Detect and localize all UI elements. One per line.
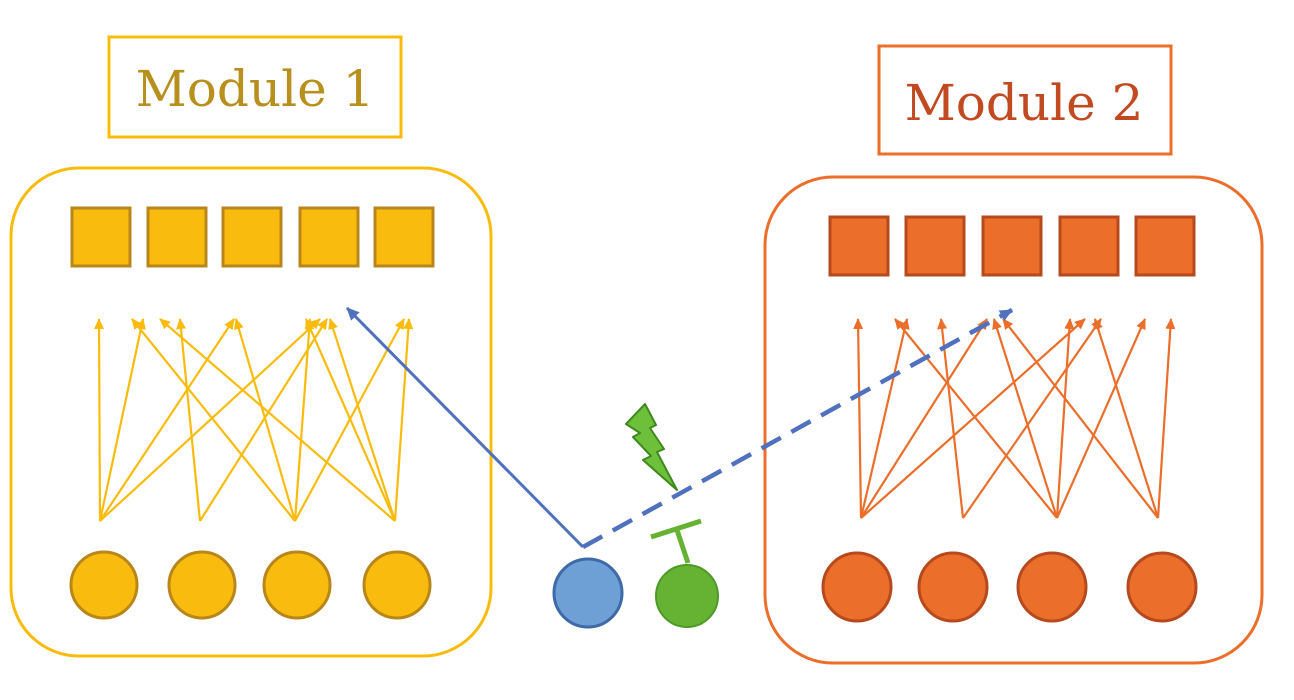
module-1-label-box [107,35,403,139]
module-1-connections [94,318,414,522]
module-1-connection-arrow [131,318,296,522]
module-2-input-unit [1016,551,1088,623]
dashed-projection-to-module-2 [581,308,1014,549]
module-1-output-units [70,206,435,268]
inhibition-connector [650,518,702,564]
module-1-input-units [69,550,432,620]
module-1-connection-arrow [176,318,202,522]
module-2-connection-arrow [1156,318,1176,519]
module-1-connection-arrow [393,318,414,522]
projection-to-module-1 [345,306,585,549]
module-2-connection-arrow [962,318,1102,519]
module-2-output-units [828,215,1196,277]
module-1-connection-arrow [94,318,105,522]
green-node [655,564,719,628]
module-2: Module 2 [763,44,1264,665]
module-2-connection-arrow [937,318,965,519]
lightning-bolt-icon [625,403,678,491]
module-2-connection-arrow [1055,318,1075,519]
module-2-container [763,175,1264,665]
module-1-output-unit [221,206,283,268]
module-1-connection-arrow [159,318,396,522]
module-2-connection-arrow [894,318,1058,519]
module-2-connection-arrow [859,318,910,519]
module-2-output-unit [1134,215,1196,277]
module-2-connection-arrow [1002,318,1159,519]
module-2-input-units [821,551,1198,623]
module-2-label: Module 2 [905,74,1144,132]
module-1-connection-arrow [234,318,297,522]
module-1-input-unit [362,550,432,620]
module-1-connection-arrow [293,318,315,522]
module-2-connection-arrow [860,318,988,519]
module-2-output-unit [904,215,966,277]
module-1-connection-arrow [98,318,146,522]
module-2-connection-arrow [992,318,1059,519]
module-2-label-box [877,44,1173,156]
module-1-connection-arrow [99,318,321,522]
module-2-connection-arrow [860,318,1086,519]
module-1-connection-arrow [328,318,397,522]
module-1-input-unit [69,550,139,620]
module-1-container [9,166,493,658]
module-1-input-unit [262,550,332,620]
module-1-output-unit [298,206,360,268]
module-2-output-unit [828,215,890,277]
module-1-connection-arrow [304,318,397,522]
module-2-connections [853,318,1176,519]
module-1-output-unit [146,206,208,268]
module-2-connection-arrow [1055,318,1147,519]
module-2-input-unit [917,551,989,623]
module-2-output-unit [981,215,1043,277]
module-2-connection-arrow [1093,318,1160,519]
module-2-output-unit [1058,215,1120,277]
blue-node [552,557,624,629]
module-1-connection-arrow [99,318,235,522]
module-2-connection-arrow [853,318,864,519]
module-2-input-unit [1126,551,1198,623]
module-1-connection-arrow [199,318,328,522]
module-1-output-unit [70,206,132,268]
module-1-output-unit [373,206,435,268]
module-1-input-unit [167,550,237,620]
module-1: Module 1 [9,35,493,658]
module-1-label: Module 1 [136,60,375,118]
module-2-input-unit [821,551,893,623]
